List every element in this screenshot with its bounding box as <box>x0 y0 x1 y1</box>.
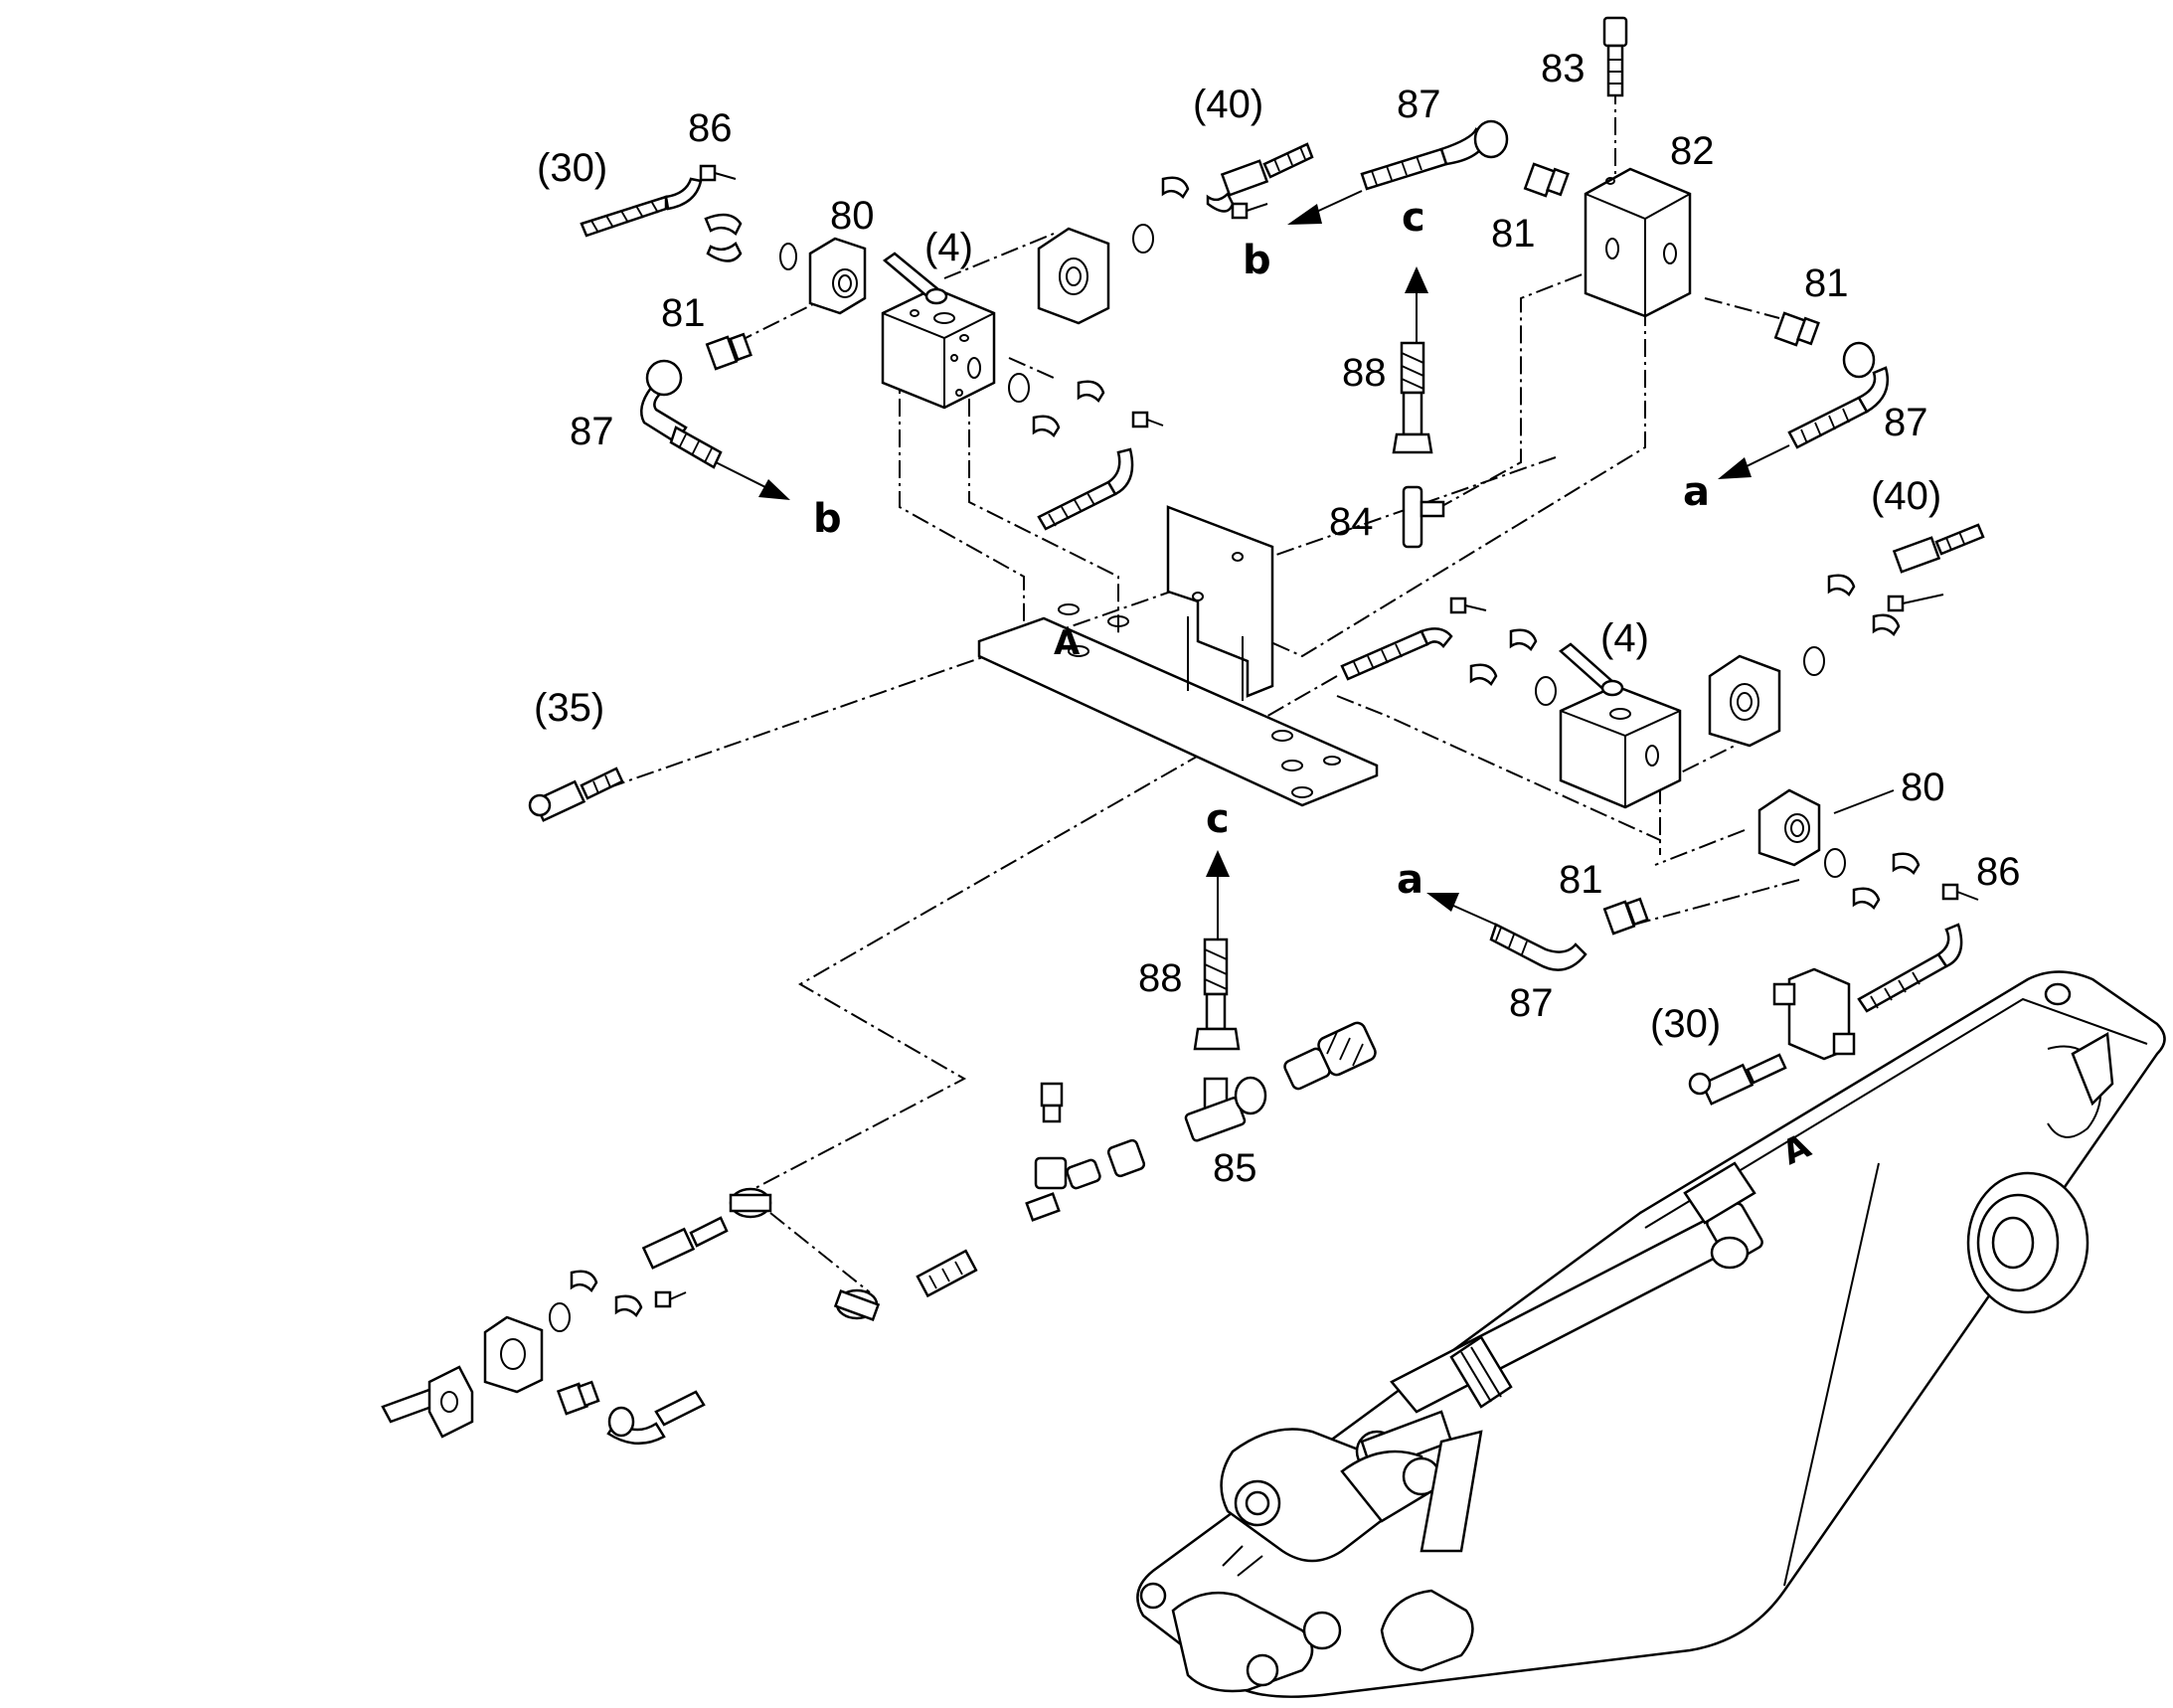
callout-83: 83 <box>1541 47 1586 90</box>
callout-4-mid: (4) <box>1600 616 1649 660</box>
flow-marker-c-top: c <box>1402 195 1425 241</box>
hoses <box>528 119 1985 1445</box>
flange-mid-right <box>1708 654 1781 748</box>
flow-arrows <box>715 190 1790 939</box>
callout-labels: 83 86 (40) 87 82 (30) 80 (4) 81 81 81 87… <box>534 47 2021 1190</box>
flow-marker-c-bottom: c <box>1206 796 1230 842</box>
leader-line-80 <box>1833 789 1895 814</box>
callout-86-top: 86 <box>688 106 733 150</box>
callout-87-left: 87 <box>570 410 614 453</box>
callout-4-top: (4) <box>924 226 973 269</box>
callout-81-top-left: 81 <box>661 291 706 335</box>
valve-block-top <box>881 252 996 410</box>
callout-88-bottom: 88 <box>1138 956 1183 1000</box>
block-82 <box>1584 167 1692 318</box>
callout-82: 82 <box>1670 129 1715 173</box>
flow-marker-b-left: b <box>813 496 842 542</box>
plate-mark-a: A <box>1054 623 1081 663</box>
callout-87-mid: 87 <box>1509 981 1554 1025</box>
flow-marker-a-mid: a <box>1397 857 1423 903</box>
callout-40-mid: (40) <box>1871 474 1941 518</box>
callout-30-bottom: (30) <box>1650 1002 1721 1046</box>
flow-marker-b-top: b <box>1243 238 1271 283</box>
bolt-83 <box>1602 16 1628 97</box>
flange-bottom-left <box>483 1315 544 1394</box>
flow-marker-a-right: a <box>1683 469 1710 515</box>
callout-30-top: (30) <box>537 146 607 190</box>
callout-81-top-right: 81 <box>1491 212 1536 256</box>
callout-81-right: 81 <box>1804 261 1849 305</box>
small-screws <box>654 164 1979 1308</box>
o-rings <box>549 224 1846 1332</box>
callout-88-top: 88 <box>1342 351 1387 395</box>
callout-40-top: (40) <box>1193 83 1263 126</box>
valve-block-mid <box>1558 642 1682 809</box>
callout-84: 84 <box>1329 500 1374 544</box>
flange-80-top <box>808 237 867 315</box>
fittings <box>381 162 1856 1439</box>
callout-87-right: 87 <box>1884 401 1928 444</box>
flange-top-right <box>1037 227 1110 325</box>
flow-letters: b c b a c a <box>813 195 1710 903</box>
callout-35: (35) <box>534 686 604 730</box>
callout-80-mid: 80 <box>1901 766 1945 809</box>
callout-87-top: 87 <box>1397 83 1441 126</box>
clamp-halves <box>570 176 1921 1317</box>
callout-81-mid: 81 <box>1559 858 1603 902</box>
callout-86-mid: 86 <box>1976 850 2021 894</box>
callout-85: 85 <box>1213 1146 1257 1190</box>
flange-80-mid <box>1757 788 1821 867</box>
callout-80-top: 80 <box>830 194 875 238</box>
mounting-plate: A <box>977 505 1379 807</box>
excavator-boom: A <box>1136 970 2166 1698</box>
